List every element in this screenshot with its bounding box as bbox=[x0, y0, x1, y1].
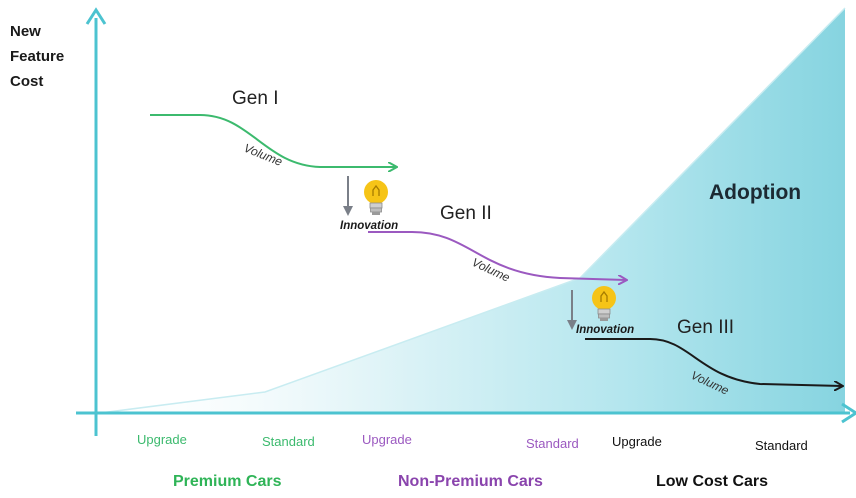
category-non-premium-cars: Non-Premium Cars bbox=[398, 473, 543, 490]
gen3-label: Gen III bbox=[677, 317, 734, 338]
gen1-curve bbox=[150, 114, 396, 167]
tick-premium-standard: Standard bbox=[262, 434, 315, 449]
y-axis-label-line-1: New bbox=[10, 23, 41, 40]
y-axis-label-line-2: Feature bbox=[10, 48, 64, 65]
lightbulb-icon bbox=[592, 286, 616, 321]
adoption-boundary bbox=[99, 7, 846, 414]
innovation-label-2: Innovation bbox=[576, 324, 634, 336]
adoption-area bbox=[100, 8, 845, 413]
category-low-cost-cars: Low Cost Cars bbox=[656, 473, 768, 490]
tick-nonpremium-standard: Standard bbox=[526, 436, 579, 451]
y-axis-label-line-3: Cost bbox=[10, 73, 43, 90]
gen2-label: Gen II bbox=[440, 203, 492, 224]
x-axis bbox=[76, 402, 856, 424]
lightbulb-icon bbox=[364, 180, 388, 215]
adoption-label: Adoption bbox=[709, 181, 801, 204]
innovation-label-1: Innovation bbox=[340, 220, 398, 232]
tick-lowcost-standard: Standard bbox=[755, 438, 808, 453]
tick-premium-upgrade: Upgrade bbox=[137, 432, 187, 447]
tick-nonpremium-upgrade: Upgrade bbox=[362, 432, 412, 447]
gen3-curve bbox=[585, 338, 842, 386]
gen2-curve bbox=[368, 231, 626, 280]
down-arrow-icon bbox=[567, 290, 577, 330]
y-axis bbox=[85, 7, 107, 436]
tick-lowcost-upgrade: Upgrade bbox=[612, 434, 662, 449]
category-premium-cars: Premium Cars bbox=[173, 473, 282, 490]
down-arrow-icon bbox=[343, 176, 353, 216]
gen1-label: Gen I bbox=[232, 88, 278, 109]
